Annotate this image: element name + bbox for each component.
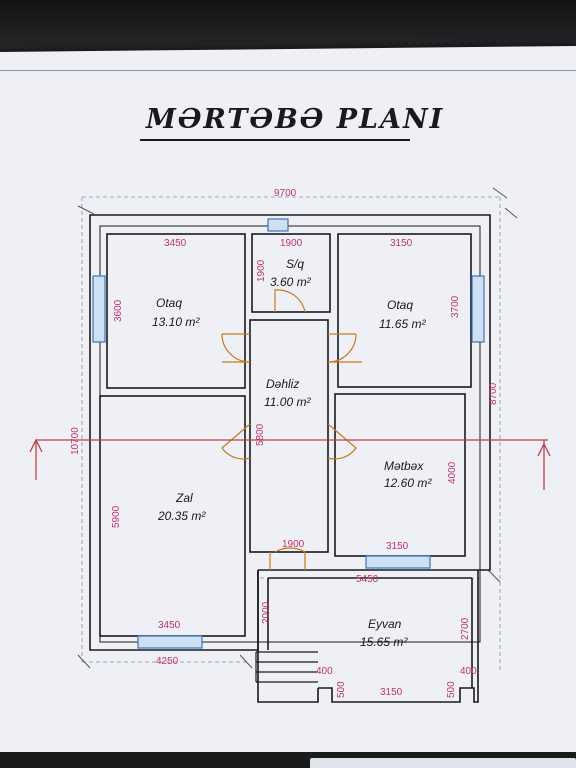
dim-overall-depth: 10700 [70,427,81,455]
guide-ticks [77,187,518,669]
room-sq [251,233,331,313]
room-otaq-1 [106,233,246,389]
room-area-otaq-1: 13.10 m² [152,315,200,329]
door-otaq-2 [327,333,357,363]
plan-title: MƏRTƏBƏ PLANI [146,104,445,135]
dim-overall-width: 9700 [274,188,297,199]
dim-sq-width: 1900 [280,238,303,249]
room-name-otaq-2: Otaq [387,298,413,312]
room-area-metbex: 12.60 m² [384,476,432,490]
walls [89,214,491,703]
room-area-sq: 3.60 m² [270,275,312,289]
dim-front-width: 4250 [156,656,179,667]
dim-metbex-depth: 4000 [447,461,458,484]
dim-otaq1-width: 3450 [164,238,187,249]
dim-eyvan-width: 5450 [356,574,379,585]
dim-zal-depth: 5900 [111,505,122,528]
window-metbex [365,555,431,569]
dim-sq-depth: 1900 [256,259,267,282]
door-sq [274,289,306,313]
sheet-border [0,70,576,71]
room-name-eyvan: Eyvan [368,617,402,631]
room-dehliz [249,319,329,553]
stairs [255,651,318,683]
next-sheet-edge [310,758,576,768]
room-name-dehliz: Dəhliz [266,377,299,391]
room-name-metbex: Mətbəx [384,459,424,473]
dim-dehliz-depth: 5800 [255,423,266,446]
room-area-dehliz: 11.00 m² [264,395,311,409]
dim-right-depth: 8700 [488,382,499,405]
dimension-labels: 9700 3450 1900 3150 1900 3150 5450 3450 … [70,188,499,698]
dim-metbex-width: 3150 [386,541,409,552]
dim-otaq1-depth: 3600 [113,299,124,322]
window-sq [267,218,289,232]
dim-step-left: 400 [316,666,333,677]
room-area-zal: 20.35 m² [157,509,206,523]
room-name-otaq-1: Otaq [156,296,182,310]
door-eyvan [269,547,306,570]
dim-step-right: 400 [460,666,477,677]
windows [92,218,485,649]
door-zal [221,423,251,460]
dim-step-right-depth: 500 [446,681,457,698]
dim-dehliz-width: 1900 [282,539,305,550]
window-otaq-2 [471,275,485,343]
room-name-zal: Zal [175,491,193,505]
window-otaq-1 [92,275,106,343]
dim-eyvan-right-depth: 2700 [460,617,471,640]
room-name-sq: S/q [286,257,304,271]
dim-step-left-depth: 500 [336,681,347,698]
door-metbex [327,423,357,460]
room-area-eyvan: 15.65 m² [360,635,408,649]
dim-eyvan-left-depth: 2000 [261,601,272,624]
dim-otaq2-depth: 3700 [450,295,461,318]
section-line [29,438,551,490]
dim-porch-front: 3150 [380,687,403,698]
room-labels: Otaq 13.10 m² S/q 3.60 m² Otaq 11.65 m² … [152,257,432,649]
dim-otaq2-width: 3150 [390,238,413,249]
room-metbex [334,393,466,557]
window-zal [137,635,203,649]
doors [221,289,362,570]
title-underline [140,139,410,141]
room-otaq-2 [337,233,472,388]
dim-zal-width: 3450 [158,620,181,631]
room-area-otaq-2: 11.65 m² [379,317,426,331]
